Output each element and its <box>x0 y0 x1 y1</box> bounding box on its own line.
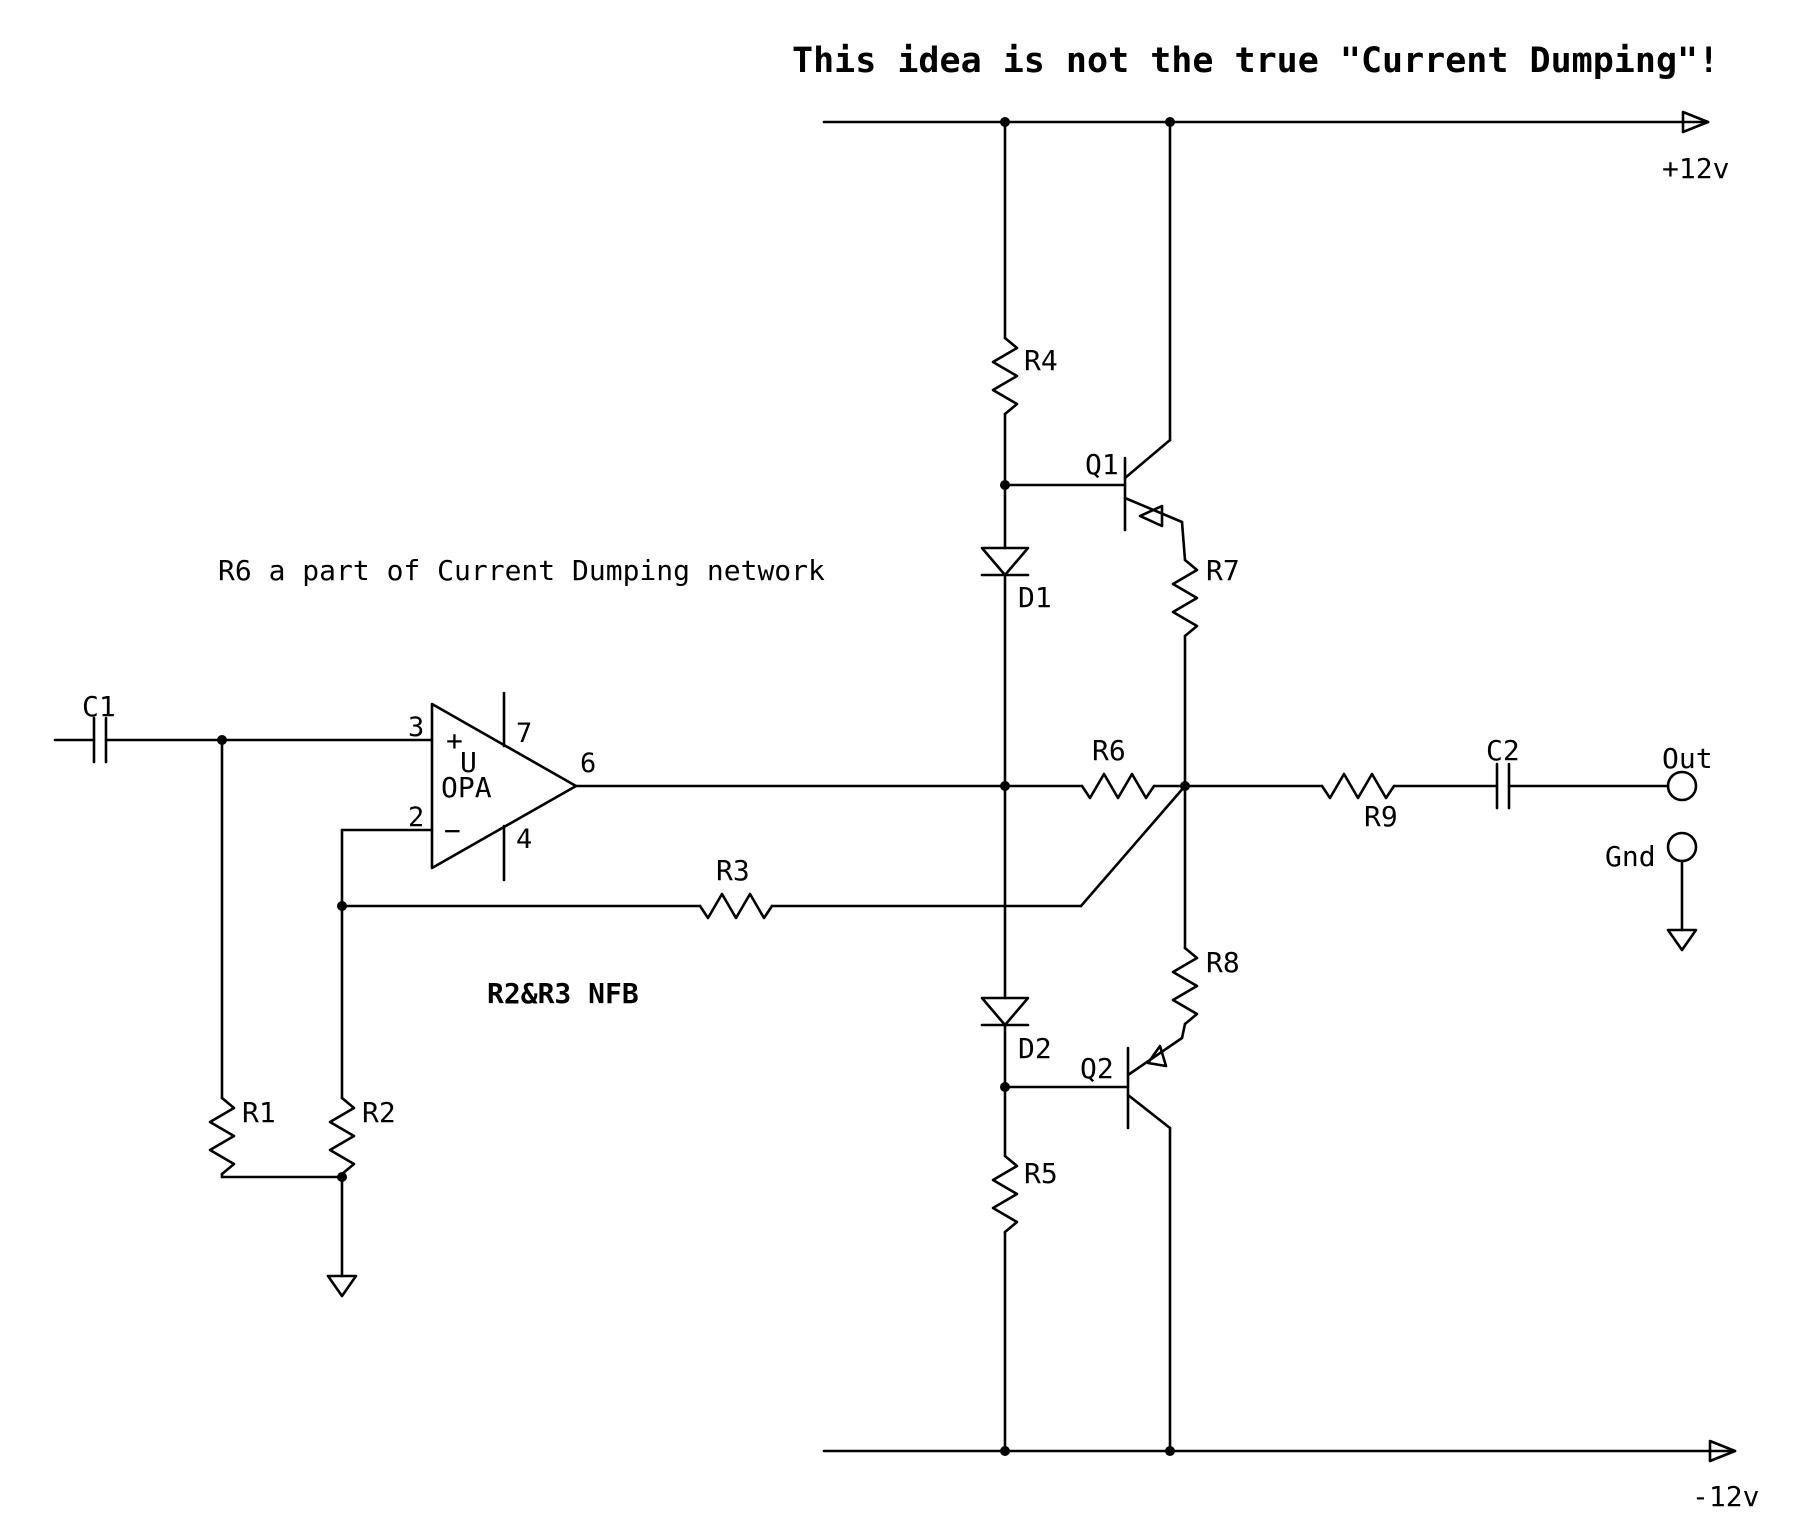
c1-label: C1 <box>82 690 116 723</box>
r8-resistor <box>1171 946 1199 1026</box>
r1-resistor <box>208 1096 236 1176</box>
r3-label: R3 <box>716 854 750 887</box>
opamp-pin-7: 7 <box>516 718 532 749</box>
r2-label: R2 <box>362 1096 396 1129</box>
r9-resistor <box>1320 772 1396 800</box>
r5-resistor <box>991 1154 1019 1234</box>
r7-resistor <box>1171 558 1199 638</box>
junction-dots <box>217 117 1190 1456</box>
r2-resistor <box>328 1096 356 1176</box>
positive-rail-label: +12v <box>1662 152 1729 185</box>
out-terminal <box>1666 770 1698 802</box>
r1-label: R1 <box>242 1096 276 1129</box>
c2-capacitor <box>1495 762 1511 810</box>
r4-resistor <box>991 336 1019 416</box>
positive-rail: +12v <box>822 110 1729 185</box>
r8-label: R8 <box>1206 946 1240 979</box>
opamp-unit-label: U <box>460 746 477 779</box>
d1-label: D1 <box>1018 581 1052 614</box>
r9-label: R9 <box>1364 800 1398 833</box>
opamp-name-label: OPA <box>441 771 492 804</box>
negative-rail: -12v <box>822 1439 1759 1513</box>
opamp: + − U OPA 3 2 6 7 4 <box>408 691 596 882</box>
r6-resistor <box>1080 772 1156 800</box>
ground-symbol-input <box>326 1274 358 1298</box>
r4-label: R4 <box>1024 344 1058 377</box>
ground-symbol-output <box>1666 928 1698 952</box>
c2-label: C2 <box>1486 734 1520 767</box>
gnd-terminal-label: Gnd <box>1605 840 1656 873</box>
r3-resistor <box>698 892 774 920</box>
q2-transistor: Q2 <box>1003 1022 1187 1453</box>
d2-diode <box>980 996 1030 1027</box>
d2-label: D2 <box>1018 1032 1052 1065</box>
q2-label: Q2 <box>1080 1052 1114 1085</box>
opamp-pin-3: 3 <box>408 712 424 743</box>
negative-rail-label: -12v <box>1692 1480 1759 1513</box>
opamp-plus-sign: + <box>446 724 463 757</box>
schematic-title: This idea is not the true "Current Dumpi… <box>792 41 1719 81</box>
opamp-pin-4: 4 <box>516 824 532 855</box>
r6-note: R6 a part of Current Dumping network <box>218 554 825 587</box>
opamp-minus-sign: − <box>444 814 461 847</box>
q1-transistor: Q1 <box>1003 120 1187 562</box>
gnd-terminal <box>1666 831 1698 863</box>
r7-label: R7 <box>1206 554 1240 587</box>
opamp-pin-2: 2 <box>408 802 424 833</box>
nfb-note: R2&R3 NFB <box>487 977 639 1010</box>
r5-label: R5 <box>1024 1157 1058 1190</box>
opamp-pin-6: 6 <box>580 748 596 779</box>
d1-diode <box>980 546 1030 577</box>
q1-label: Q1 <box>1085 448 1119 481</box>
r6-label: R6 <box>1092 734 1126 767</box>
c1-capacitor <box>53 716 434 764</box>
out-terminal-label: Out <box>1662 742 1713 775</box>
